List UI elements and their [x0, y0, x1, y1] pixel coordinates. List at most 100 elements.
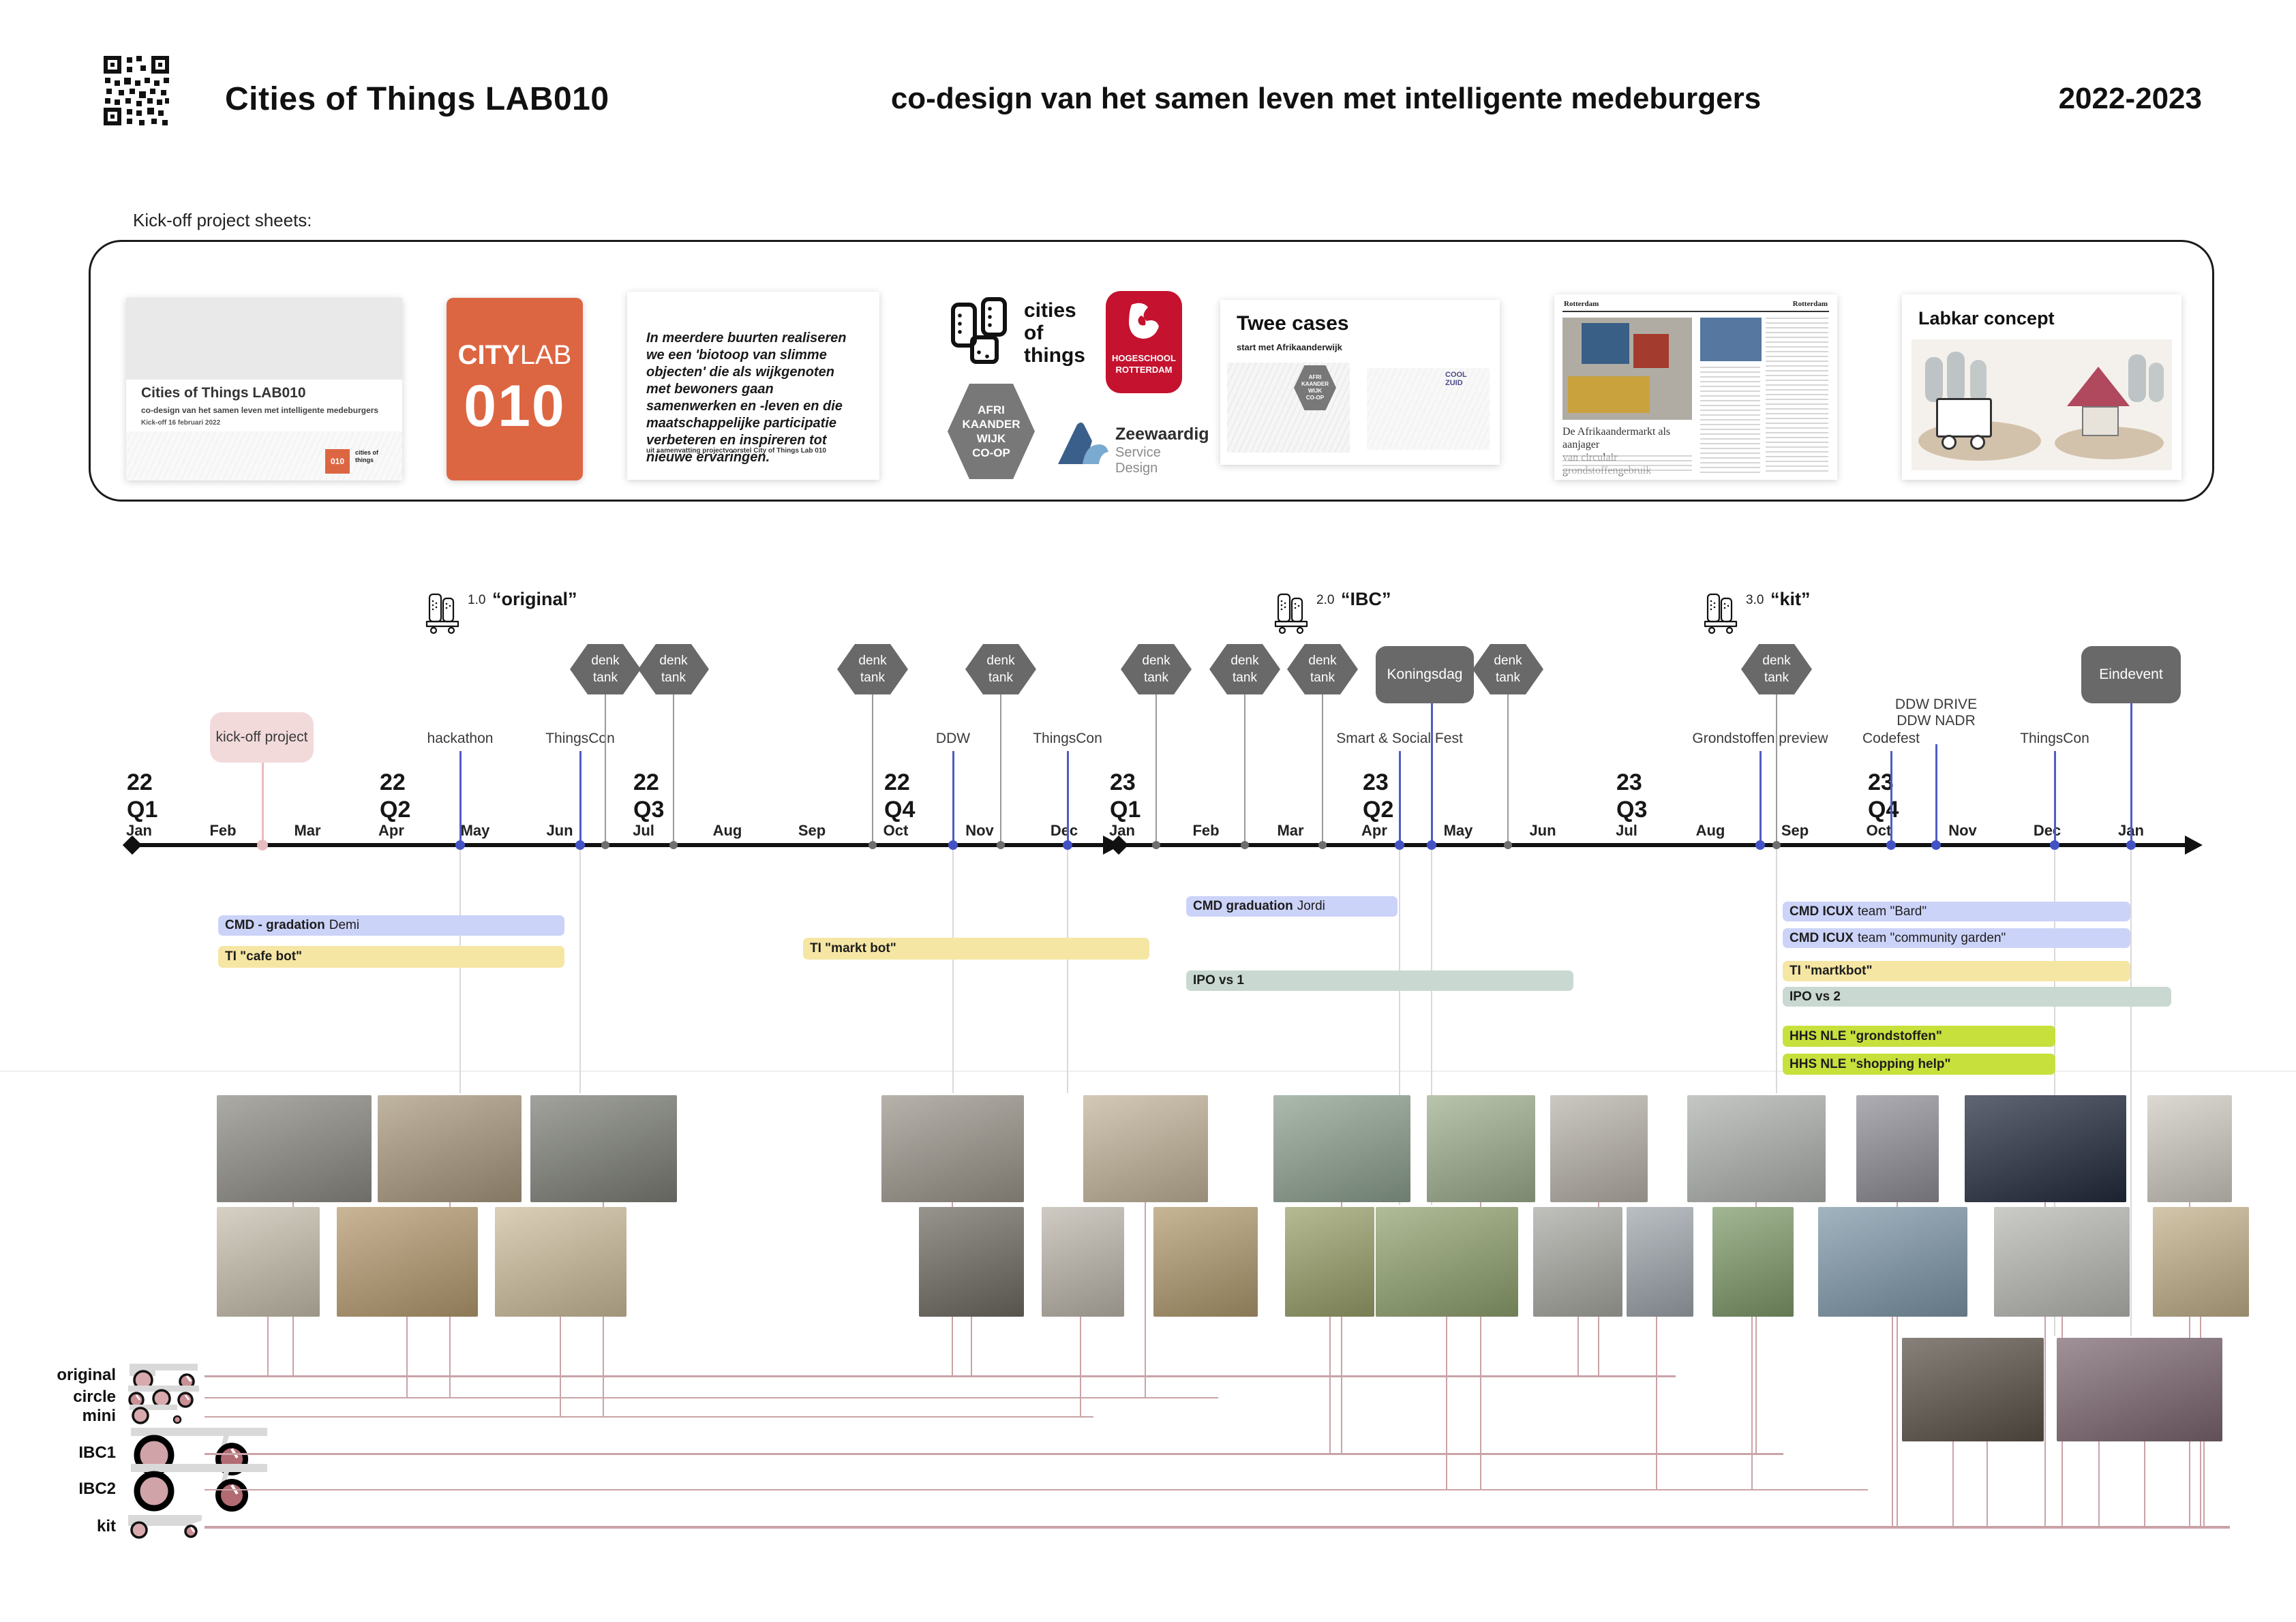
quote-footnote: uit samenvatting projectvoorstel City of… [646, 447, 826, 455]
month-label: Jul [633, 822, 654, 839]
cart-icon-ibc [131, 1464, 267, 1512]
legend-row-line [205, 1489, 1868, 1490]
robot-version-marker: 1.0“original” [421, 587, 599, 635]
legend-label-kit: kit [96, 1517, 116, 1535]
denk-tank-dot [1152, 841, 1160, 849]
photo-version-connector [1897, 1202, 1898, 1527]
timeline-arrowhead [2185, 836, 2203, 855]
legend-row-line [205, 1397, 1218, 1398]
page-subtitle: co-design van het samen leven met intell… [890, 82, 1762, 115]
cases-title: Twee cases [1237, 312, 1349, 335]
kickoff-dot [257, 840, 268, 851]
photo-lego-bot [1285, 1207, 1374, 1317]
labkar-sketch [1912, 339, 2172, 470]
cover-street-sketch [126, 431, 402, 480]
photo-version-connector [971, 1317, 972, 1376]
photo-first-aid-cart [217, 1207, 320, 1317]
project-bar: HHS NLE "shopping help" [1783, 1054, 2055, 1075]
cases-badge-line1: AFRI [1308, 374, 1322, 380]
afri-line-2: KAANDER [962, 418, 1021, 431]
timeline-photo-connector [952, 845, 954, 1093]
denk-tank-line [1322, 694, 1323, 845]
zeewaardig-title: Zeewaardig [1115, 425, 1209, 444]
news-columns-1 [1562, 455, 1692, 474]
cases-sketch-coolzuid [1367, 368, 1490, 450]
denk-tank-dot [868, 841, 877, 849]
milestone-box-eindevent: Eindevent [2081, 646, 2181, 703]
news-photo-main [1562, 318, 1692, 420]
photo-cardboard-cart [337, 1207, 478, 1317]
photo-boardwalk-demo [217, 1095, 372, 1202]
cool-line1: COOL [1445, 371, 1467, 379]
month-label: Jun [546, 822, 573, 839]
project-bar: TI "cafe bot" [218, 946, 564, 968]
page-years: 2022-2023 [2058, 82, 2202, 115]
labcart-robot-icon [1274, 593, 1308, 634]
labcart-robot-icon [425, 593, 459, 634]
timeline-photo-connector [2054, 845, 2055, 1336]
cover-subtitle: co-design van het samen leven met intell… [141, 406, 379, 415]
photo-park-event [1376, 1207, 1518, 1317]
timeline-photo-connector [1399, 845, 1400, 1205]
hogeschool-line-1: HOGESCHOOL [1112, 353, 1176, 363]
event-dot [455, 840, 465, 850]
photo-boat-bot [1153, 1207, 1258, 1317]
legend-label-circle: circle [73, 1388, 116, 1406]
event-label: Codefest [1862, 731, 1920, 746]
legend-cart-kit [124, 1511, 226, 1541]
news-photo-secondary [1700, 318, 1762, 361]
zeewaardig-subtitle: Service Design [1115, 445, 1161, 476]
denk-tank-line [1244, 694, 1245, 845]
afri-line-4: CO-OP [972, 446, 1010, 459]
photo-crate-cart-street [881, 1095, 1024, 1202]
month-label: Apr [378, 822, 404, 839]
page-title: Cities of Things LAB010 [225, 81, 609, 117]
event-line [1935, 744, 1937, 845]
timeline-photo-connector [2130, 845, 2132, 1336]
legend-cart-circle [124, 1381, 213, 1414]
labcart-robot-icon [1704, 593, 1738, 634]
month-label: Nov [965, 822, 994, 839]
milestone-box-dot [2126, 840, 2136, 850]
legend-row-line [205, 1375, 1676, 1377]
legend-row-line [205, 1416, 1093, 1418]
photo-stage-boxes [1902, 1338, 2044, 1441]
month-label: Sep [798, 822, 826, 839]
news-headline-1: De Afrikaandermarkt als aanjager [1562, 426, 1671, 450]
photo-park-cart [1712, 1207, 1794, 1317]
event-label: Grondstoffen preview [1692, 731, 1828, 746]
cart-icon-circle [128, 1386, 199, 1408]
event-line [952, 751, 954, 845]
event-dot [1755, 840, 1765, 850]
citylab-word-010: 010 [464, 373, 566, 439]
robot-version-number: 1.0 [468, 593, 486, 607]
denk-tank-line [1000, 694, 1001, 845]
month-label: Nov [1948, 822, 1977, 839]
photo-version-connector [2044, 1202, 2046, 1527]
photo-version-connector [406, 1317, 408, 1398]
cases-badge-line2: KAANDER [1301, 381, 1329, 387]
denk-tank-dot [997, 841, 1005, 849]
cart-icon-kit [128, 1515, 202, 1539]
cart-icon-mini [130, 1405, 182, 1424]
event-line [579, 751, 581, 845]
project-bar: TI "martkbot" [1783, 961, 2130, 981]
photo-afri-food-cart [1687, 1095, 1826, 1202]
sheets-section-label: Kick-off project sheets: [133, 210, 312, 230]
cases-badge-line3: WIJK [1308, 388, 1322, 394]
zeewaardig-wave-icon [1058, 423, 1108, 464]
timeline-photo-connector [459, 845, 461, 1093]
photo-red-mascot [1427, 1095, 1535, 1202]
legend-row-line [205, 1526, 2230, 1529]
hogeschool-torch-icon [1129, 303, 1159, 339]
legend-label-original: original [57, 1366, 116, 1384]
event-dot [948, 840, 958, 850]
event-dot [1395, 840, 1404, 850]
event-label: hackathon [427, 731, 494, 746]
